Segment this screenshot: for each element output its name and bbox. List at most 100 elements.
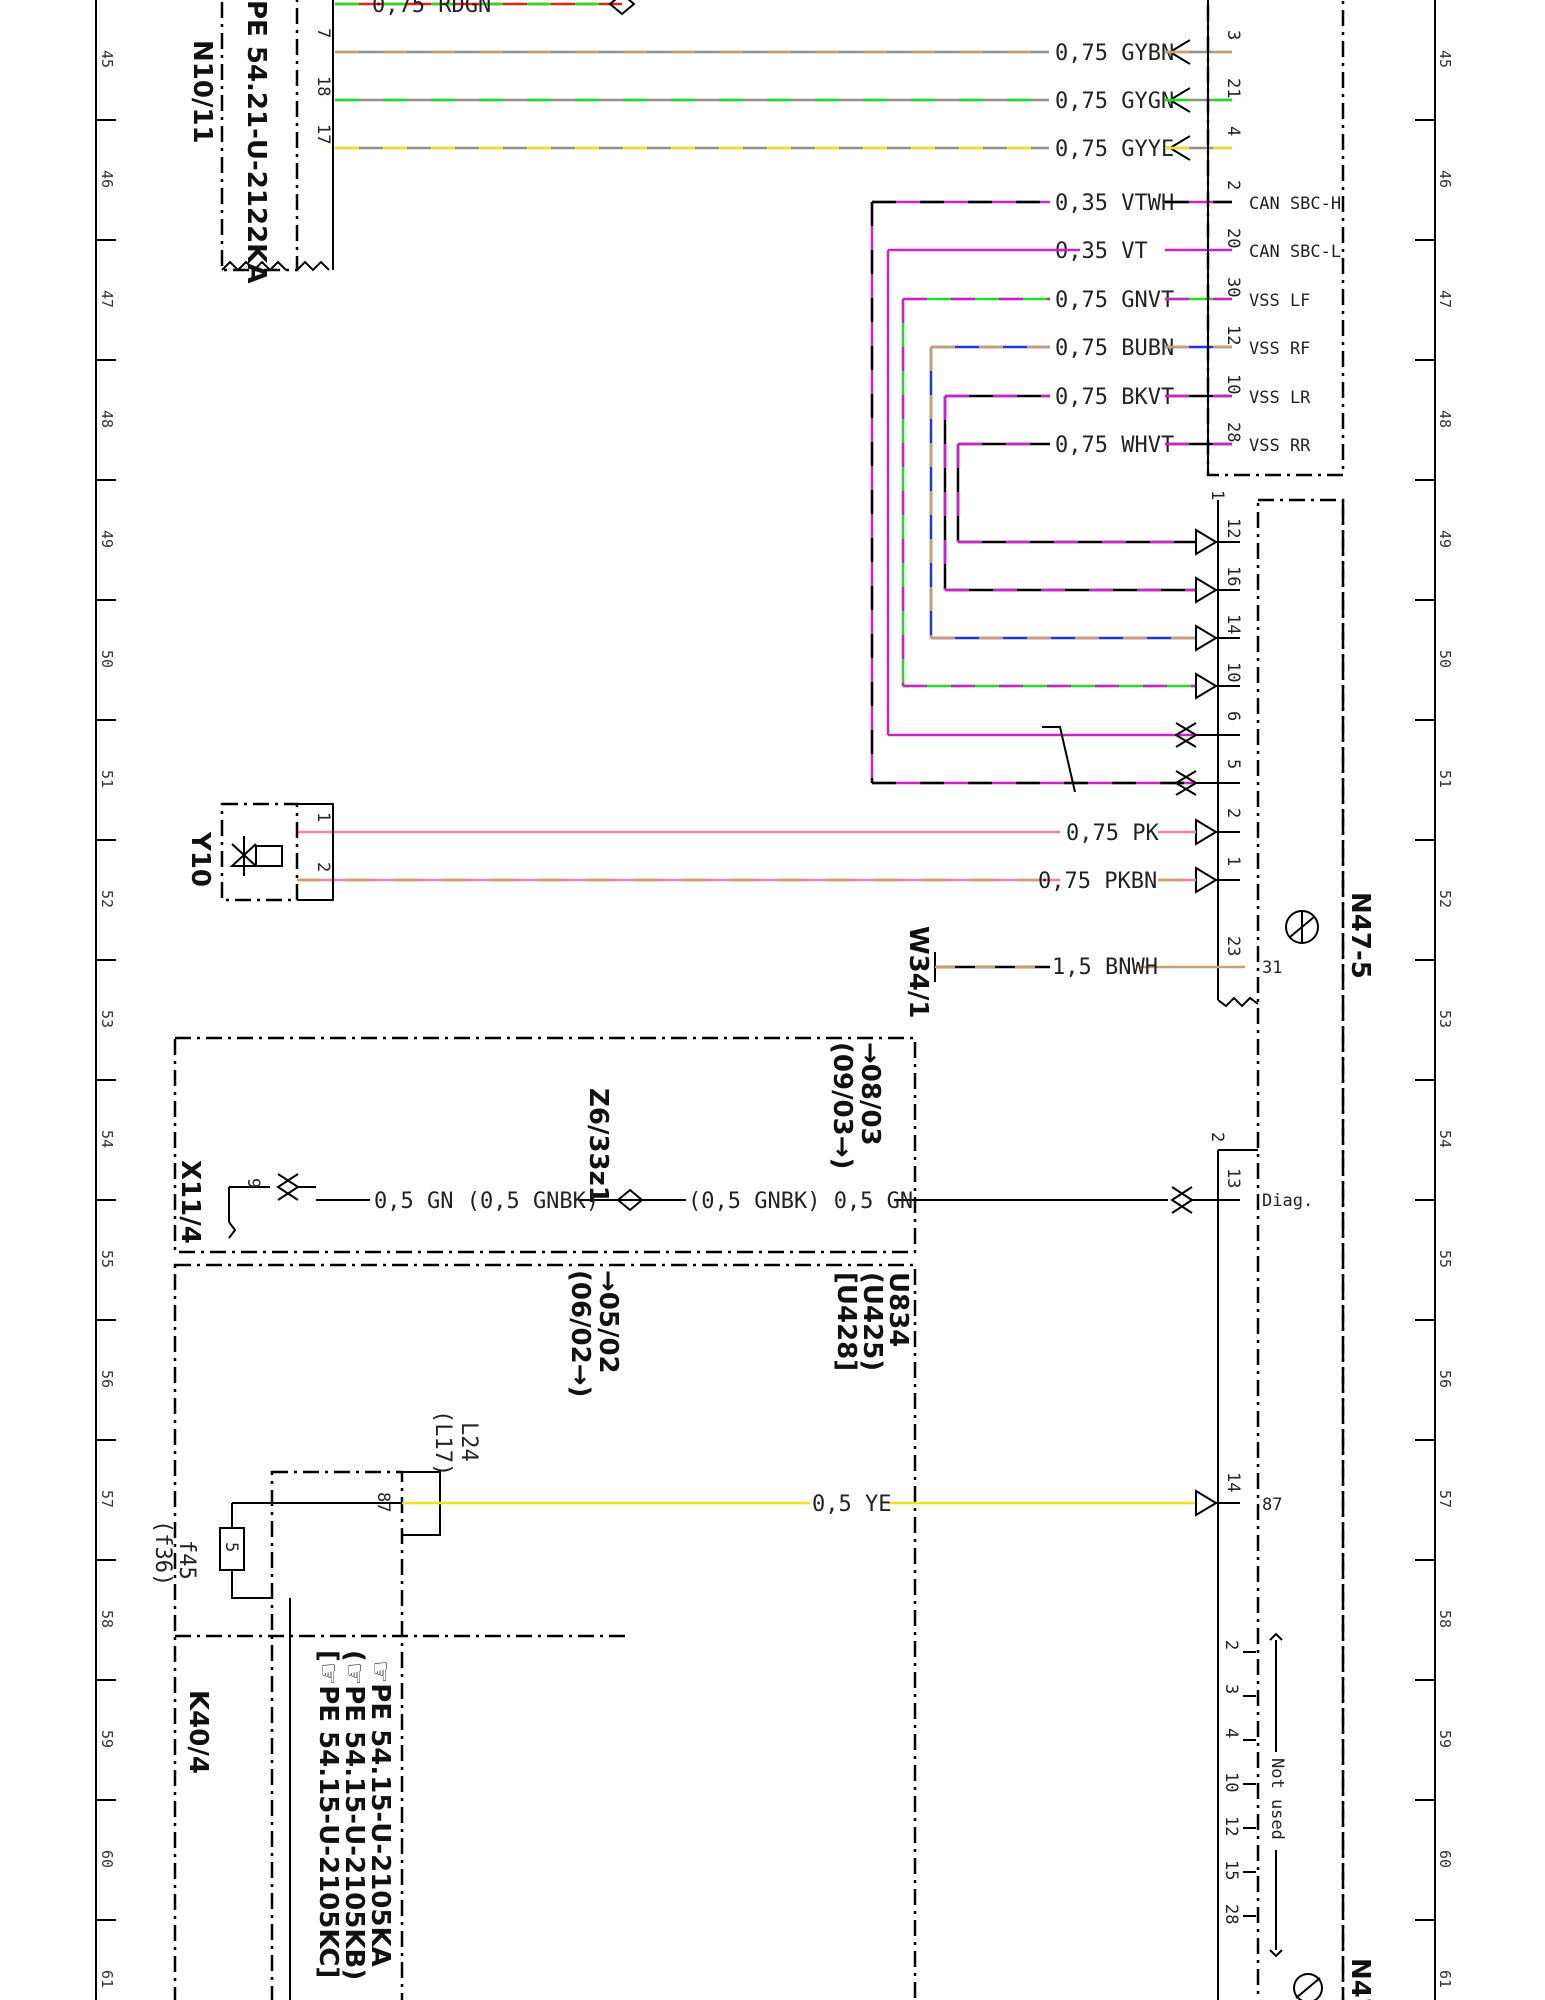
wire-label: 0,75 WHVT	[1055, 433, 1174, 458]
splice-rdgn	[608, 0, 636, 16]
grid-number-right: 59	[1436, 1730, 1454, 1748]
grid-number-left: 54	[98, 1130, 116, 1148]
l24-label: L24	[456, 1422, 481, 1462]
u834-label: U834	[883, 1272, 913, 1347]
grid-number-right: 50	[1436, 650, 1454, 668]
grid-number-left: 56	[98, 1370, 116, 1388]
n47-connector-pin: 4	[1223, 126, 1243, 136]
n47-pin: 5	[1223, 759, 1243, 769]
wire-label: 0,75 BKVT	[1055, 385, 1174, 410]
power-option-box	[173, 1263, 917, 2000]
x11-connector-arrow	[276, 1173, 316, 1201]
unused-pin: 4	[1221, 1728, 1241, 1738]
k40-4-box	[270, 1470, 404, 2000]
n47-pin: 10	[1223, 662, 1243, 682]
grid-number-right: 55	[1436, 1250, 1454, 1268]
n47-pin-14b: 14	[1223, 1472, 1243, 1492]
n47-5-label: N47-5	[1345, 892, 1375, 979]
n47-arrow	[1195, 576, 1240, 604]
date-label-1b: (09/03→)	[827, 1042, 857, 1169]
grid-number-right: 52	[1436, 890, 1454, 908]
n47-connector-pin: 20	[1223, 228, 1243, 248]
l17-label: (L17)	[430, 1410, 455, 1476]
date-label-1: →08/03	[855, 1042, 885, 1146]
twisted-pair-mark	[1042, 726, 1076, 793]
n47-connector-pin: 21	[1223, 78, 1243, 98]
grid-number-left: 52	[98, 890, 116, 908]
grid-number-left: 45	[98, 50, 116, 68]
wire-label: 0,75 GYYE	[1055, 137, 1174, 162]
grid-number-right: 57	[1436, 1490, 1454, 1508]
signal-label: VSS RR	[1249, 436, 1311, 456]
unused-pin: 10	[1221, 1772, 1241, 1792]
k40-4-label: K40/4	[183, 1690, 213, 1774]
n47-pin-23: 23	[1223, 936, 1243, 956]
x11-4-pin-9: 9	[243, 1178, 263, 1188]
pe-reference-3: [☞PE 54.15-U-2105KC]	[313, 1650, 343, 1978]
n47-arrow	[1195, 624, 1240, 652]
control-unit-icon-bottom	[1293, 1973, 1323, 2000]
u425-label: (U425)	[857, 1272, 887, 1371]
z6-33z1-label: Z6/33z1	[583, 1088, 613, 1204]
signal-label: CAN SBC-H	[1249, 194, 1341, 214]
signal-label: CAN SBC-L	[1249, 242, 1341, 262]
not-used-bracket	[1269, 1632, 1283, 1958]
fuse-wiring	[231, 1502, 402, 1599]
y10-box	[220, 802, 299, 902]
unused-pin: 12	[1221, 1816, 1241, 1836]
grid-number-right: 51	[1436, 770, 1454, 788]
grid-number-right: 47	[1436, 290, 1454, 308]
n47-double-arrow	[1174, 722, 1240, 748]
unused-pin: 15	[1221, 1860, 1241, 1880]
n47-signal-87: 87	[1262, 1495, 1282, 1515]
n47-pin-13: 13	[1223, 1168, 1243, 1188]
n47-5-connector-1-break	[1217, 996, 1259, 1008]
n47-connector-pin: 12	[1223, 325, 1243, 345]
grid-number-left: 47	[98, 290, 116, 308]
date-label-2: →05/02	[593, 1270, 623, 1374]
wire-label-diag-left: 0,5 GN (0,5 GNBK)	[374, 1189, 599, 1214]
date-label-2b: (06/02→)	[565, 1270, 595, 1397]
grid-number-left: 57	[98, 1490, 116, 1508]
x11-4-connector	[228, 1187, 237, 1239]
n10-11-reference: PE 54.21-U-2122KA	[241, 0, 271, 283]
n10-pin: 18	[313, 76, 333, 96]
grid-number-left: 50	[98, 650, 116, 668]
signal-label: VSS RF	[1249, 339, 1310, 359]
w34-1-label: W34/1	[903, 926, 933, 1018]
n47-connector-pin: 10	[1223, 374, 1243, 394]
grid-number-left: 51	[98, 770, 116, 788]
n47-pin: 2	[1223, 808, 1243, 818]
grid-number-left: 49	[98, 530, 116, 548]
fuse-value: 5	[221, 1542, 241, 1552]
connector-2-number: 2	[1207, 1132, 1227, 1142]
n47-connector-pin: 30	[1223, 277, 1243, 297]
y10-label: Y10	[185, 831, 215, 887]
wire-label: 0,35 VTWH	[1055, 191, 1174, 216]
grid-number-left: 46	[98, 170, 116, 188]
grid-number-left: 61	[98, 1970, 116, 1988]
n10-11-box	[220, 0, 299, 272]
grid-number-right: 49	[1436, 530, 1454, 548]
wire-label: 0,35 VT	[1055, 239, 1148, 264]
n47-ye-arrow	[1195, 1489, 1240, 1517]
n47-signal-31: 31	[1262, 958, 1282, 978]
n10-pin: 7	[313, 28, 333, 38]
wire-label: 0,75 GYGN	[1055, 89, 1174, 114]
n47-pin: 16	[1223, 566, 1243, 586]
diag-option-box	[173, 1036, 917, 1254]
fuse-f36-label: (f36)	[150, 1520, 175, 1586]
wire-label-rdgn: 0,75 RDGN	[372, 0, 491, 18]
y10-wire-label: 0,75 PKBN	[1038, 869, 1157, 894]
fuse-f45	[219, 1527, 245, 1571]
not-used-label: Not used	[1267, 1758, 1287, 1840]
signal-label: VSS LR	[1249, 388, 1311, 408]
signal-label: VSS LF	[1249, 291, 1310, 311]
fuse-f45-label: f45	[174, 1540, 199, 1580]
n10-pin: 17	[313, 124, 333, 144]
grid-number-left: 48	[98, 410, 116, 428]
wire-label-bnwh: 1,5 BNWH	[1052, 955, 1158, 980]
n47-connector-pin: 28	[1223, 422, 1243, 442]
